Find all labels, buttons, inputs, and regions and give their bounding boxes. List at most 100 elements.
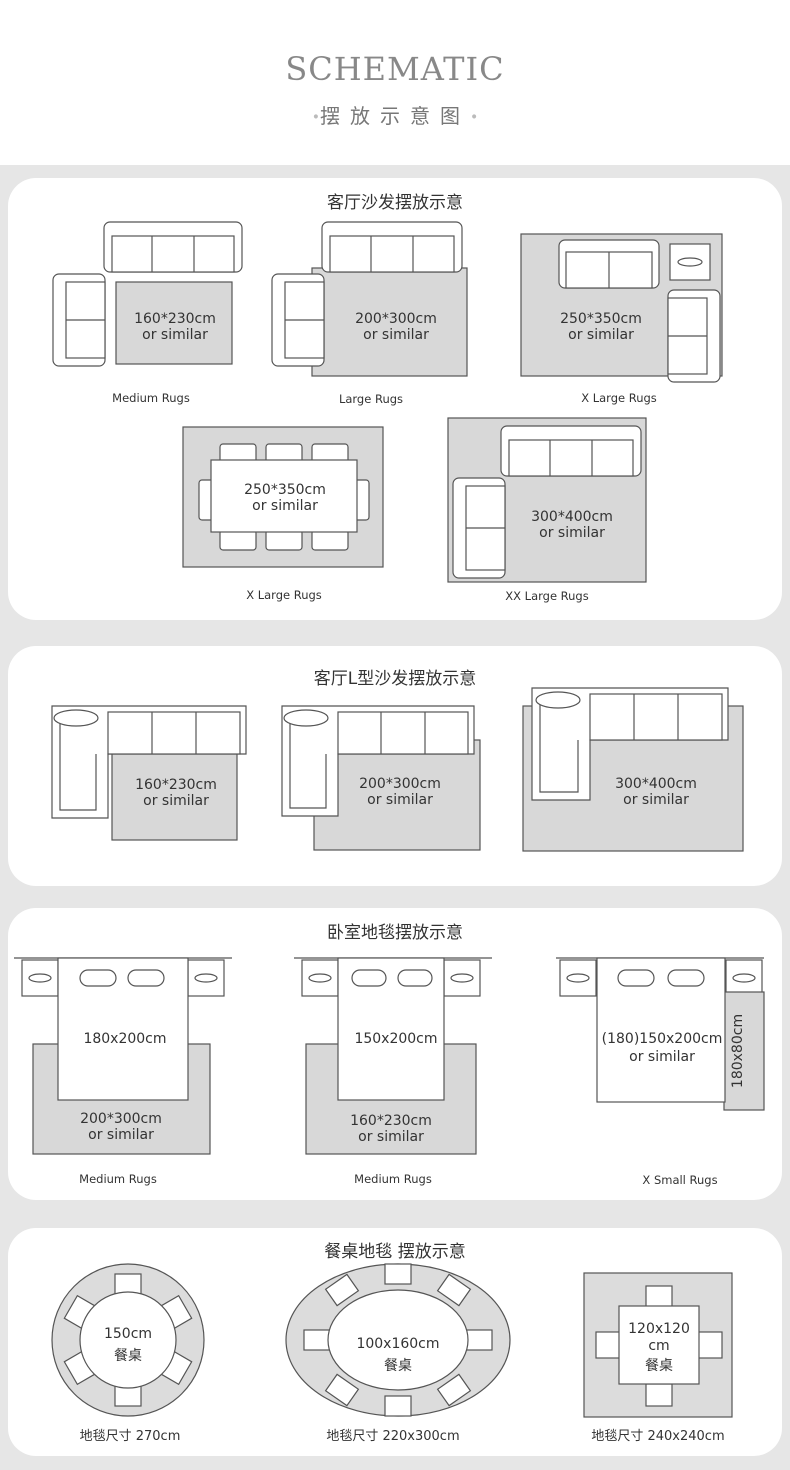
rug-caption: Large Rugs xyxy=(339,392,403,406)
layout-l-sofa-medium: 200*300cm or similar xyxy=(281,705,481,851)
page-subtitle: •摆放示意图• xyxy=(0,100,790,129)
rug-size: 200*300cm xyxy=(359,776,441,792)
l-sofa-diagram: 160*230cm or similar 200*300cm or simila… xyxy=(51,687,744,852)
layout-x-large-rugs: 250*350cm or similar X Large Rugs xyxy=(520,233,723,405)
table-size-line1: 120x120 xyxy=(628,1321,690,1337)
rug-note: or similar xyxy=(367,792,433,808)
bed-size: (180)150x200cm xyxy=(602,1031,723,1047)
nightstand-left xyxy=(301,959,339,997)
page-title: SCHEMATIC xyxy=(285,50,505,88)
square-table xyxy=(618,1305,700,1385)
section-living-room: 客厅沙发摆放示意 160*230cm or similar Medium Rug… xyxy=(8,178,782,620)
rug-note: or similar xyxy=(252,498,318,514)
rug-size: 250*350cm xyxy=(244,482,326,498)
section-dining: 餐桌地毯 摆放示意 150cm 餐桌 地毯尺寸 270cm xyxy=(8,1228,782,1456)
rug-size: 180x80cm xyxy=(730,1014,746,1088)
bed xyxy=(57,957,189,1101)
rug-size: 300*400cm xyxy=(615,776,697,792)
rug-note: or similar xyxy=(568,327,634,343)
dining-table xyxy=(210,459,358,533)
table-size: 100x160cm xyxy=(356,1336,439,1352)
nightstand-left xyxy=(559,959,597,997)
chairs xyxy=(595,1285,723,1407)
rug-caption: X Large Rugs xyxy=(246,588,322,602)
dining-diagram: 150cm 餐桌 地毯尺寸 270cm 100x160cm 餐桌 地毯尺寸 22… xyxy=(51,1263,733,1444)
section-title: 客厅沙发摆放示意 xyxy=(327,193,463,213)
rug-caption: XX Large Rugs xyxy=(505,589,588,603)
rug-note: or similar xyxy=(623,792,689,808)
l-sofa xyxy=(531,687,729,801)
layout-x-large-rugs-dining: 250*350cm or similar X Large Rugs xyxy=(182,426,384,602)
side-table xyxy=(669,243,711,281)
rug-size: 200*300cm xyxy=(80,1111,162,1127)
l-sofa xyxy=(281,705,475,817)
pillow xyxy=(79,969,117,987)
pillow xyxy=(351,969,387,987)
rug-caption: Medium Rugs xyxy=(112,391,190,405)
pillow xyxy=(397,969,433,987)
pillow xyxy=(617,969,655,987)
layout-bed-medium-1: 180x200cm 200*300cm or similar Medium Ru… xyxy=(14,957,232,1186)
nightstand-right xyxy=(725,959,763,997)
pillow xyxy=(127,969,165,987)
armchair xyxy=(452,477,506,579)
rug-size: 250*350cm xyxy=(560,311,642,327)
armchair xyxy=(52,273,106,367)
layout-l-sofa-large: 300*400cm or similar xyxy=(522,687,744,852)
layout-round-table: 150cm 餐桌 地毯尺寸 270cm xyxy=(51,1263,205,1444)
chairs-bottom xyxy=(219,529,349,551)
armchair xyxy=(271,273,325,367)
layout-l-sofa-small: 160*230cm or similar xyxy=(51,705,247,841)
rug-footer: 地毯尺寸 220x300cm xyxy=(326,1429,459,1444)
armchair xyxy=(667,289,721,383)
layout-square-table: 120x120 cm 餐桌 地毯尺寸 240x240cm xyxy=(583,1272,733,1444)
decor-dot-left: • xyxy=(311,109,320,126)
rug-note: or similar xyxy=(358,1129,424,1145)
rug-caption: Medium Rugs xyxy=(354,1172,432,1186)
layout-xx-large-rugs: 300*400cm or similar XX Large Rugs xyxy=(447,417,647,603)
layout-oval-table: 100x160cm 餐桌 地毯尺寸 220x300cm xyxy=(285,1263,511,1444)
rug xyxy=(313,739,481,851)
rug-footer: 地毯尺寸 240x240cm xyxy=(591,1429,724,1444)
bed xyxy=(596,957,726,1103)
rug-note: or similar xyxy=(142,327,208,343)
chairs-top xyxy=(219,443,349,465)
l-sofa xyxy=(51,705,247,819)
rug-note: or similar xyxy=(363,327,429,343)
rug-size: 200*300cm xyxy=(355,311,437,327)
rug xyxy=(311,267,468,377)
table-label: 餐桌 xyxy=(645,1358,673,1374)
section-bedroom: 卧室地毯摆放示意 180x200cm 200*300cm or similar … xyxy=(8,908,782,1200)
section-title: 卧室地毯摆放示意 xyxy=(327,923,463,943)
bedroom-diagram: 180x200cm 200*300cm or similar Medium Ru… xyxy=(14,957,765,1187)
rug-note: or similar xyxy=(539,525,605,541)
pillow xyxy=(667,969,705,987)
rug-note: or similar xyxy=(629,1049,695,1065)
section-title: 餐桌地毯 摆放示意 xyxy=(324,1242,466,1262)
sofa-2-seat xyxy=(558,239,660,289)
rug-caption: Medium Rugs xyxy=(79,1172,157,1186)
round-table xyxy=(79,1291,177,1389)
table-label: 餐桌 xyxy=(114,1348,142,1364)
layout-medium-rugs: 160*230cm or similar Medium Rugs xyxy=(52,221,243,405)
sofa-3-seat xyxy=(321,221,463,273)
table-size: 150cm xyxy=(104,1326,152,1342)
subtitle-text: 摆放示意图 xyxy=(320,104,470,128)
layout-bed-x-small: (180)150x200cm or similar 180x80cm X Sma… xyxy=(556,957,765,1187)
page-header: SCHEMATIC •摆放示意图• xyxy=(0,0,790,165)
rug-note: or similar xyxy=(88,1127,154,1143)
decor-dot-right: • xyxy=(470,109,479,126)
nightstand-right xyxy=(187,959,225,997)
section-l-sofa: 客厅L型沙发摆放示意 160*230cm or similar xyxy=(8,646,782,886)
rug-size: 160*230cm xyxy=(350,1113,432,1129)
oval-table xyxy=(327,1289,469,1391)
nightstand-left xyxy=(21,959,59,997)
rug-size: 300*400cm xyxy=(531,509,613,525)
nightstand-right xyxy=(443,959,481,997)
table-size-line2: cm xyxy=(648,1338,669,1354)
rug-size: 160*230cm xyxy=(134,311,216,327)
sofa-3-seat xyxy=(500,425,642,477)
bed-size: 180x200cm xyxy=(83,1031,166,1047)
rug-caption: X Small Rugs xyxy=(642,1173,717,1187)
table-label: 餐桌 xyxy=(384,1358,412,1374)
